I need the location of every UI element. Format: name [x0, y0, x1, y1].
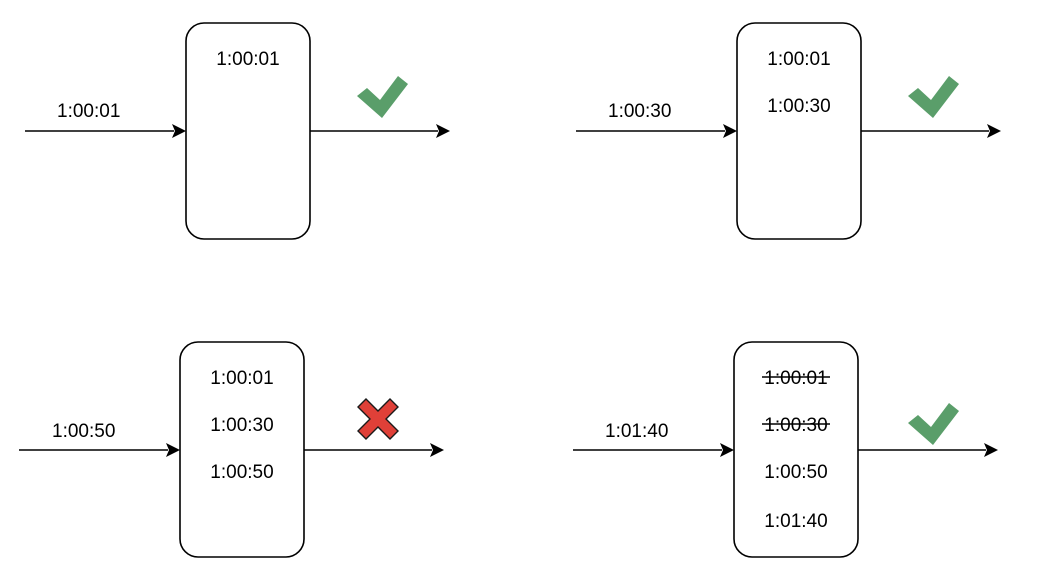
- checkmark-icon: [357, 76, 408, 118]
- log-entry: 1:00:50: [764, 462, 827, 483]
- log-entry: 1:00:01: [767, 49, 830, 70]
- panel-1: 1:00:01 1:00:01: [25, 22, 450, 240]
- input-timestamp: 1:01:40: [605, 421, 668, 442]
- checkmark-icon: [908, 403, 959, 445]
- log-entry: 1:01:40: [764, 511, 827, 532]
- output-arrowhead: [984, 443, 998, 457]
- log-entry: 1:00:50: [210, 462, 273, 483]
- log-entry: 1:00:30: [210, 415, 273, 436]
- log-entry-struck: 1:00:30: [764, 415, 827, 436]
- input-arrowhead: [166, 443, 180, 457]
- input-arrowhead: [172, 124, 186, 138]
- output-arrowhead: [436, 124, 450, 138]
- input-arrowhead: [720, 443, 734, 457]
- log-entry: 1:00:01: [210, 368, 273, 389]
- panel-3: 1:00:50 1:00:01 1:00:30 1:00:50: [19, 341, 444, 558]
- panel-2: 1:00:30 1:00:01 1:00:30: [576, 22, 1001, 240]
- checkmark-icon: [908, 76, 959, 118]
- log-entry: 1:00:30: [767, 96, 830, 117]
- output-arrowhead: [987, 124, 1001, 138]
- input-timestamp: 1:00:30: [608, 101, 671, 122]
- input-arrowhead: [723, 124, 737, 138]
- input-timestamp: 1:00:01: [57, 101, 120, 122]
- log-entry: 1:00:01: [216, 49, 279, 70]
- input-timestamp: 1:00:50: [52, 421, 115, 442]
- output-arrowhead: [430, 443, 444, 457]
- panel-4: 1:01:40 1:00:01 1:00:30 1:00:50 1:01:40: [573, 341, 998, 558]
- cross-icon: [357, 398, 399, 440]
- log-entry-struck: 1:00:01: [764, 368, 827, 389]
